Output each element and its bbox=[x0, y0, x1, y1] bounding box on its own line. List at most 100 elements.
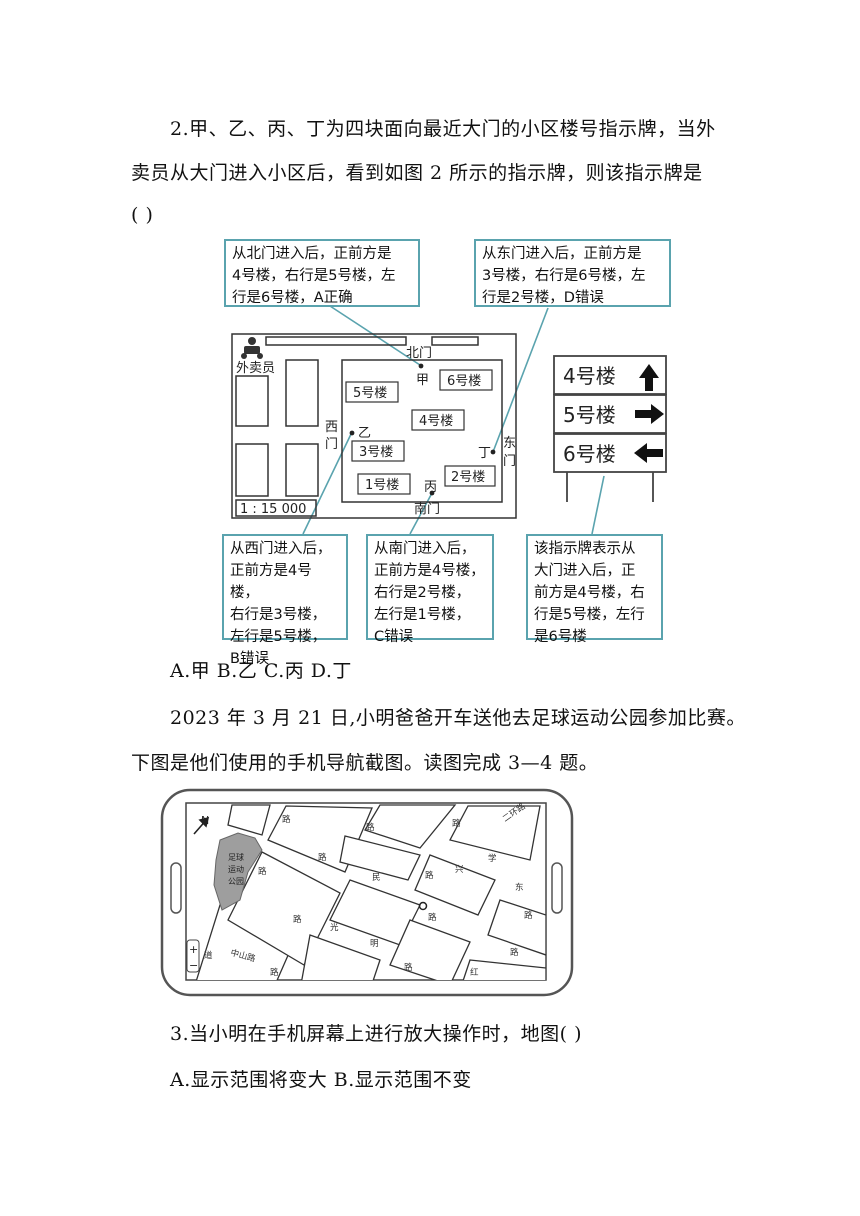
road-label-8: 兴 bbox=[455, 865, 464, 875]
west-gate-label-1: 西 bbox=[325, 420, 338, 435]
scale-label: 1 : 15 000 bbox=[240, 502, 306, 517]
yi-label: 乙 bbox=[358, 426, 371, 441]
building-6-box bbox=[439, 369, 493, 391]
sign-row2-label: 5号楼 bbox=[563, 403, 616, 427]
question3-options: A.显示范围将变大 B.显示范围不变 bbox=[170, 1069, 472, 1091]
map-left-block-2 bbox=[285, 359, 319, 427]
map-block-8 bbox=[449, 805, 541, 861]
road-label-11: 路 bbox=[524, 910, 533, 921]
road-label-22: 红 bbox=[470, 967, 479, 978]
west-gate-label-2: 门 bbox=[325, 437, 338, 452]
ding-label: 丁 bbox=[478, 446, 491, 461]
map-left-block-4 bbox=[285, 443, 319, 497]
sign-ding-dot bbox=[490, 449, 496, 455]
callout-south: 从南门进入后， 正前方是4号楼， 右行是2号楼， 左行是1号楼， C错误 bbox=[366, 534, 494, 645]
road-label-5: 民 bbox=[372, 873, 381, 883]
building-1-box bbox=[357, 473, 411, 495]
map-block-10 bbox=[487, 899, 546, 956]
zoom-control[interactable]: + − bbox=[186, 939, 200, 973]
east-gate-label-1: 东 bbox=[503, 436, 516, 451]
phone-right-button bbox=[551, 862, 563, 914]
road-label-16: 路 bbox=[404, 962, 413, 973]
question2-options: A.甲 B.乙 C.丙 D.丁 bbox=[170, 660, 352, 682]
road-label-14: 光 bbox=[330, 922, 339, 933]
courier-label: 外卖员 bbox=[236, 361, 275, 376]
sign-bing-dot bbox=[429, 490, 435, 496]
south-gate-label: 南门 bbox=[414, 501, 440, 517]
building-5-box bbox=[345, 381, 399, 403]
bing-label: 丙 bbox=[424, 480, 437, 495]
football-park bbox=[213, 832, 263, 911]
zoom-out-icon: − bbox=[189, 959, 198, 972]
map-left-block-3 bbox=[235, 443, 269, 497]
map-block-13 bbox=[227, 804, 271, 836]
road-label-9: 学 bbox=[488, 853, 497, 864]
callout-north: 从北门进入后，正前方是 4号楼，右行是5号楼，左 行是6号楼，A正确 bbox=[224, 239, 420, 307]
park-label-3: 公园 bbox=[228, 877, 244, 886]
question3-stem: 3.当小明在手机屏幕上进行放大操作时，地图( ) bbox=[170, 1023, 582, 1045]
building-6-label: 6号楼 bbox=[447, 374, 481, 389]
leader-south bbox=[409, 492, 433, 535]
arrow-right-icon bbox=[635, 404, 664, 424]
road-label-21: 路 bbox=[428, 912, 437, 923]
map-block-4 bbox=[364, 804, 457, 849]
road-label-12: 路 bbox=[258, 866, 267, 877]
north-label: N bbox=[201, 814, 209, 827]
road-label-20: 路 bbox=[270, 967, 279, 978]
north-arrow-icon bbox=[193, 816, 210, 835]
road-label-1: 路 bbox=[282, 814, 291, 825]
question2-line3: ( ) bbox=[131, 204, 154, 226]
east-gate-label-2: 门 bbox=[503, 454, 516, 469]
arrow-up-icon bbox=[639, 364, 659, 391]
map-block-12 bbox=[462, 959, 546, 980]
sign-yi-dot bbox=[349, 430, 355, 436]
callout-east: 从东门进入后，正前方是 3号楼，右行是6号楼，左 行是2号楼，D错误 bbox=[474, 239, 671, 307]
passage-line1: 2023 年 3 月 21 日,小明爸爸开车送他去足球运动公园参加比赛。 bbox=[170, 707, 746, 729]
map-block-9 bbox=[389, 919, 471, 980]
building-3-label: 3号楼 bbox=[359, 445, 393, 460]
building-4-label: 4号楼 bbox=[419, 414, 453, 429]
building-5-label: 5号楼 bbox=[353, 386, 387, 401]
building-2-label: 2号楼 bbox=[451, 470, 485, 485]
building-2-box bbox=[444, 465, 496, 487]
passage-line2: 下图是他们使用的手机导航截图。读图完成 3—4 题。 bbox=[131, 752, 599, 774]
map-block-11 bbox=[301, 934, 381, 980]
park-label-2: 运动 bbox=[228, 864, 244, 874]
leader-sign bbox=[591, 475, 605, 535]
map-block-7 bbox=[414, 854, 496, 916]
road-label-15: 明 bbox=[370, 939, 379, 949]
road-label-18: 路 bbox=[293, 914, 302, 925]
community-boundary bbox=[341, 359, 503, 503]
map-top-block bbox=[265, 336, 407, 346]
question2-line2: 卖员从大门进入小区后，看到如图 2 所示的指示牌，则该指示牌是 bbox=[131, 162, 703, 184]
map-frame bbox=[231, 333, 517, 519]
road-label-10: 东 bbox=[515, 882, 524, 893]
road-label-13: 道 bbox=[204, 950, 213, 961]
arrow-left-icon bbox=[634, 443, 663, 463]
map-top-block-2 bbox=[431, 336, 479, 346]
map-left-block-1 bbox=[235, 375, 269, 427]
sign-row3-label: 6号楼 bbox=[563, 442, 616, 466]
building-3-box bbox=[351, 440, 405, 462]
zoom-in-icon: + bbox=[189, 943, 198, 956]
building-4-box bbox=[411, 409, 465, 431]
phone-left-button bbox=[170, 862, 182, 914]
road-label-17: 路 bbox=[510, 947, 519, 958]
road-label-4: 路 bbox=[452, 818, 461, 829]
building-1-label: 1号楼 bbox=[365, 478, 399, 493]
location-marker-icon bbox=[418, 901, 428, 911]
map-scale-box bbox=[235, 499, 317, 517]
park-label-1: 足球 bbox=[228, 852, 244, 862]
callout-sign: 该指示牌表示从 大门进入后，正 前方是4号楼，右 行是5号楼，左行 是6号楼 bbox=[526, 534, 663, 645]
map-block-6 bbox=[339, 835, 421, 881]
jia-label: 甲 bbox=[416, 373, 429, 388]
courier-icon bbox=[241, 337, 263, 359]
leader-west bbox=[302, 431, 353, 535]
sign-jia-dot bbox=[418, 363, 424, 369]
sign-row1-label: 4号楼 bbox=[563, 364, 616, 388]
callout-west: 从西门进入后， 正前方是4号楼， 右行是3号楼， 左行是5号楼， B错误 bbox=[222, 534, 348, 667]
north-gate-label: 北门 bbox=[406, 346, 432, 361]
leader-north bbox=[329, 305, 421, 366]
